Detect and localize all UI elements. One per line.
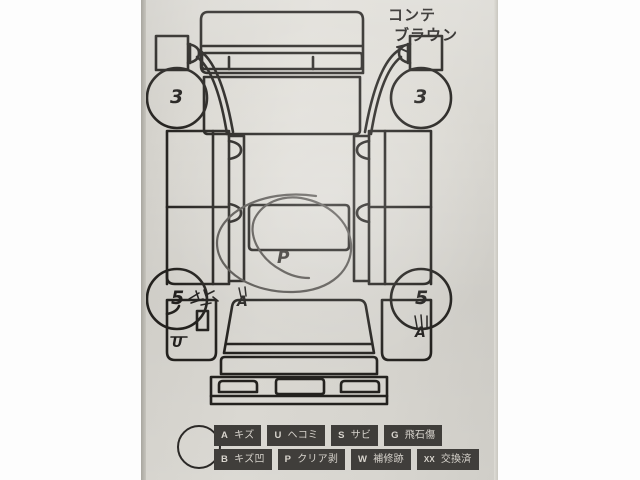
trunk-lid [219,355,379,376]
legend-desc: サビ [350,429,372,441]
car-damage-diagram [141,0,498,480]
legend-item-p: P クリア剥 [277,449,346,470]
rear-right-quarter [380,298,433,362]
paper-edge-right [494,0,498,480]
legend-item-s: S サビ [331,425,379,446]
rear-left-wheel-mark: 5 [171,287,185,309]
front-left-wheel-mark: 3 [170,86,184,108]
color-note-line-1: コンテ [388,6,437,24]
roof-panel [247,203,351,252]
windshield-rear [222,298,376,355]
page-margin-right [498,0,640,480]
rear-right-wheel-mark: 5 [415,287,429,309]
legend-marker-circle [177,425,221,469]
handdrawn-roof-circle [215,193,353,294]
hood-panel [199,10,365,75]
page-margin-left [0,0,141,480]
legend-desc: 補修跡 [373,453,404,465]
wheel-circle-rear-right [389,267,453,331]
rear-left-panel-mark: A [237,294,248,310]
legend-desc: 飛石傷 [404,429,436,441]
rear-right-panel-mark: A [415,325,426,341]
inspection-sheet-paper: コンテ ブラウン 3 3 5 5 P A A U A キズ U ヘコミ S [141,0,498,480]
legend-item-b: B キズ凹 [214,449,272,470]
legend-code: XX [423,454,435,464]
legend-row-2: B キズ凹 P クリア剥 W 補修跡 XX 交換済 [214,449,479,470]
legend-item-g: G 飛石傷 [384,425,443,446]
legend-code: B [221,453,229,465]
handdrawn-tick-marks [238,286,428,328]
legend-desc: 交換済 [440,453,472,465]
legend-code: U [274,429,282,441]
color-note-leader [396,43,410,53]
wheel-circle-front-left [145,66,209,130]
handdrawn-scratch-mark [188,289,219,306]
legend-item-xx: XX 交換済 [416,449,479,470]
legend-row-1: A キズ U ヘコミ S サビ G 飛石傷 [214,425,443,446]
legend-desc: キズ凹 [234,453,265,465]
legend-desc: クリア剥 [297,453,339,465]
rear-bumper [209,375,389,406]
legend-code: S [338,429,345,441]
roof-damage-mark: P [277,248,290,268]
legend-item-u: U ヘコミ [267,425,326,446]
damage-code-legend: A キズ U ヘコミ S サビ G 飛石傷 B [177,421,489,477]
front-left-fender [154,34,235,136]
right-side-panels [352,129,433,286]
legend-item-w: W 補修跡 [351,449,411,470]
legend-desc: ヘコミ [287,429,319,441]
rear-left-lower-mark: U [172,336,183,351]
legend-code: W [358,453,368,465]
legend-item-a: A キズ [214,425,262,446]
left-side-panels [165,129,246,286]
legend-code: G [391,429,399,441]
legend-code: P [284,453,292,465]
paper-edge-left [141,0,146,480]
wheel-circle-front-right [389,66,453,130]
color-note-line-2: ブラウン [394,26,459,44]
legend-desc: キズ [234,429,255,441]
legend-code: A [221,429,229,441]
front-right-wheel-mark: 3 [414,86,428,108]
